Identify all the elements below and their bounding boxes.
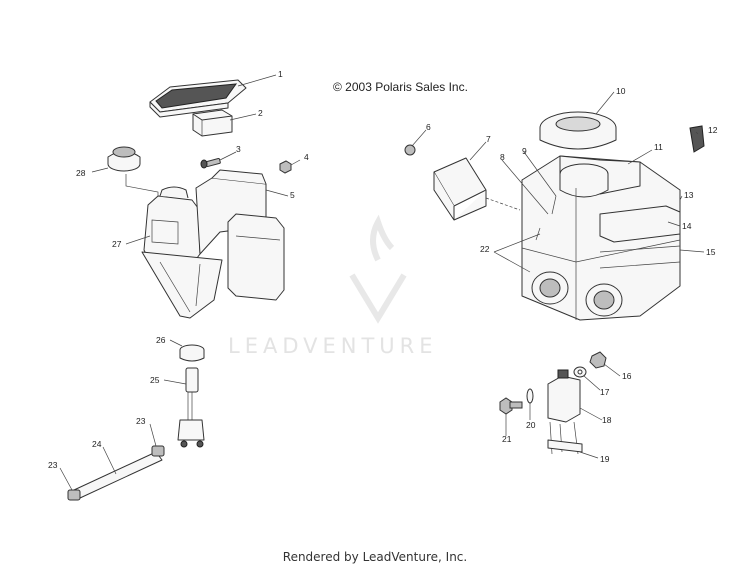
callout-21: 21: [502, 434, 512, 444]
part-1-cover: [149, 79, 247, 118]
callout-16: 16: [622, 371, 632, 381]
part-21-bolt: [499, 397, 523, 415]
part-4-nut: [279, 160, 292, 174]
callout-14: 14: [682, 221, 692, 231]
callout-20: 20: [526, 420, 536, 430]
watermark-text: LEADVENTURE: [228, 334, 438, 358]
callout-9: 9: [522, 146, 527, 156]
part-11-airbox: [521, 155, 681, 321]
callout-18: 18: [602, 415, 612, 425]
callout-23b: 23: [48, 460, 58, 470]
part-26-grommet: [179, 344, 205, 362]
part-3-bolt: [200, 157, 221, 169]
callout-26: 26: [156, 335, 166, 345]
part-18-bracket: [547, 369, 581, 423]
part-16-nut: [589, 351, 607, 369]
callout-25: 25: [150, 375, 160, 385]
callout-13: 13: [684, 190, 694, 200]
callout-19: 19: [600, 454, 610, 464]
copyright-text: © 2003 Polaris Sales Inc.: [333, 80, 468, 94]
callout-8: 8: [500, 152, 505, 162]
callout-6: 6: [426, 122, 431, 132]
part-6-screw: [404, 144, 416, 156]
part-19-strap: [547, 421, 583, 455]
callout-leaders: [59, 74, 705, 491]
callout-12: 12: [708, 125, 718, 135]
callout-17: 17: [600, 387, 610, 397]
callout-27: 27: [112, 239, 122, 249]
part-7-module: [433, 157, 521, 221]
callout-11: 11: [654, 142, 663, 152]
watermark-logo-icon: [349, 214, 407, 324]
callout-5: 5: [290, 190, 295, 200]
callout-1: 1: [278, 69, 283, 79]
part-12-clip: [689, 125, 705, 153]
callout-22: 22: [480, 244, 490, 254]
part-28-cap: [107, 146, 159, 198]
part-24-hose: [67, 445, 165, 501]
part-10-ring: [539, 111, 617, 150]
part-17-washer: [573, 366, 587, 378]
callout-10: 10: [616, 86, 626, 96]
part-25-pickup: [177, 367, 205, 448]
part-27-tank: [141, 169, 285, 319]
callout-labels: 1 2 3 4 5 6 7 8 9 10 11 12 13 14 15 16 1…: [48, 69, 718, 470]
callout-3: 3: [236, 144, 241, 154]
footer-credit: Rendered by LeadVenture, Inc.: [282, 550, 468, 564]
callout-24: 24: [92, 439, 102, 449]
part-2-block: [192, 109, 233, 137]
callout-15: 15: [706, 247, 716, 257]
callout-7: 7: [486, 134, 491, 144]
callout-4: 4: [304, 152, 309, 162]
callout-28: 28: [76, 168, 86, 178]
callout-23a: 23: [136, 416, 146, 426]
callout-2: 2: [258, 108, 263, 118]
part-20-washer: [526, 388, 534, 404]
